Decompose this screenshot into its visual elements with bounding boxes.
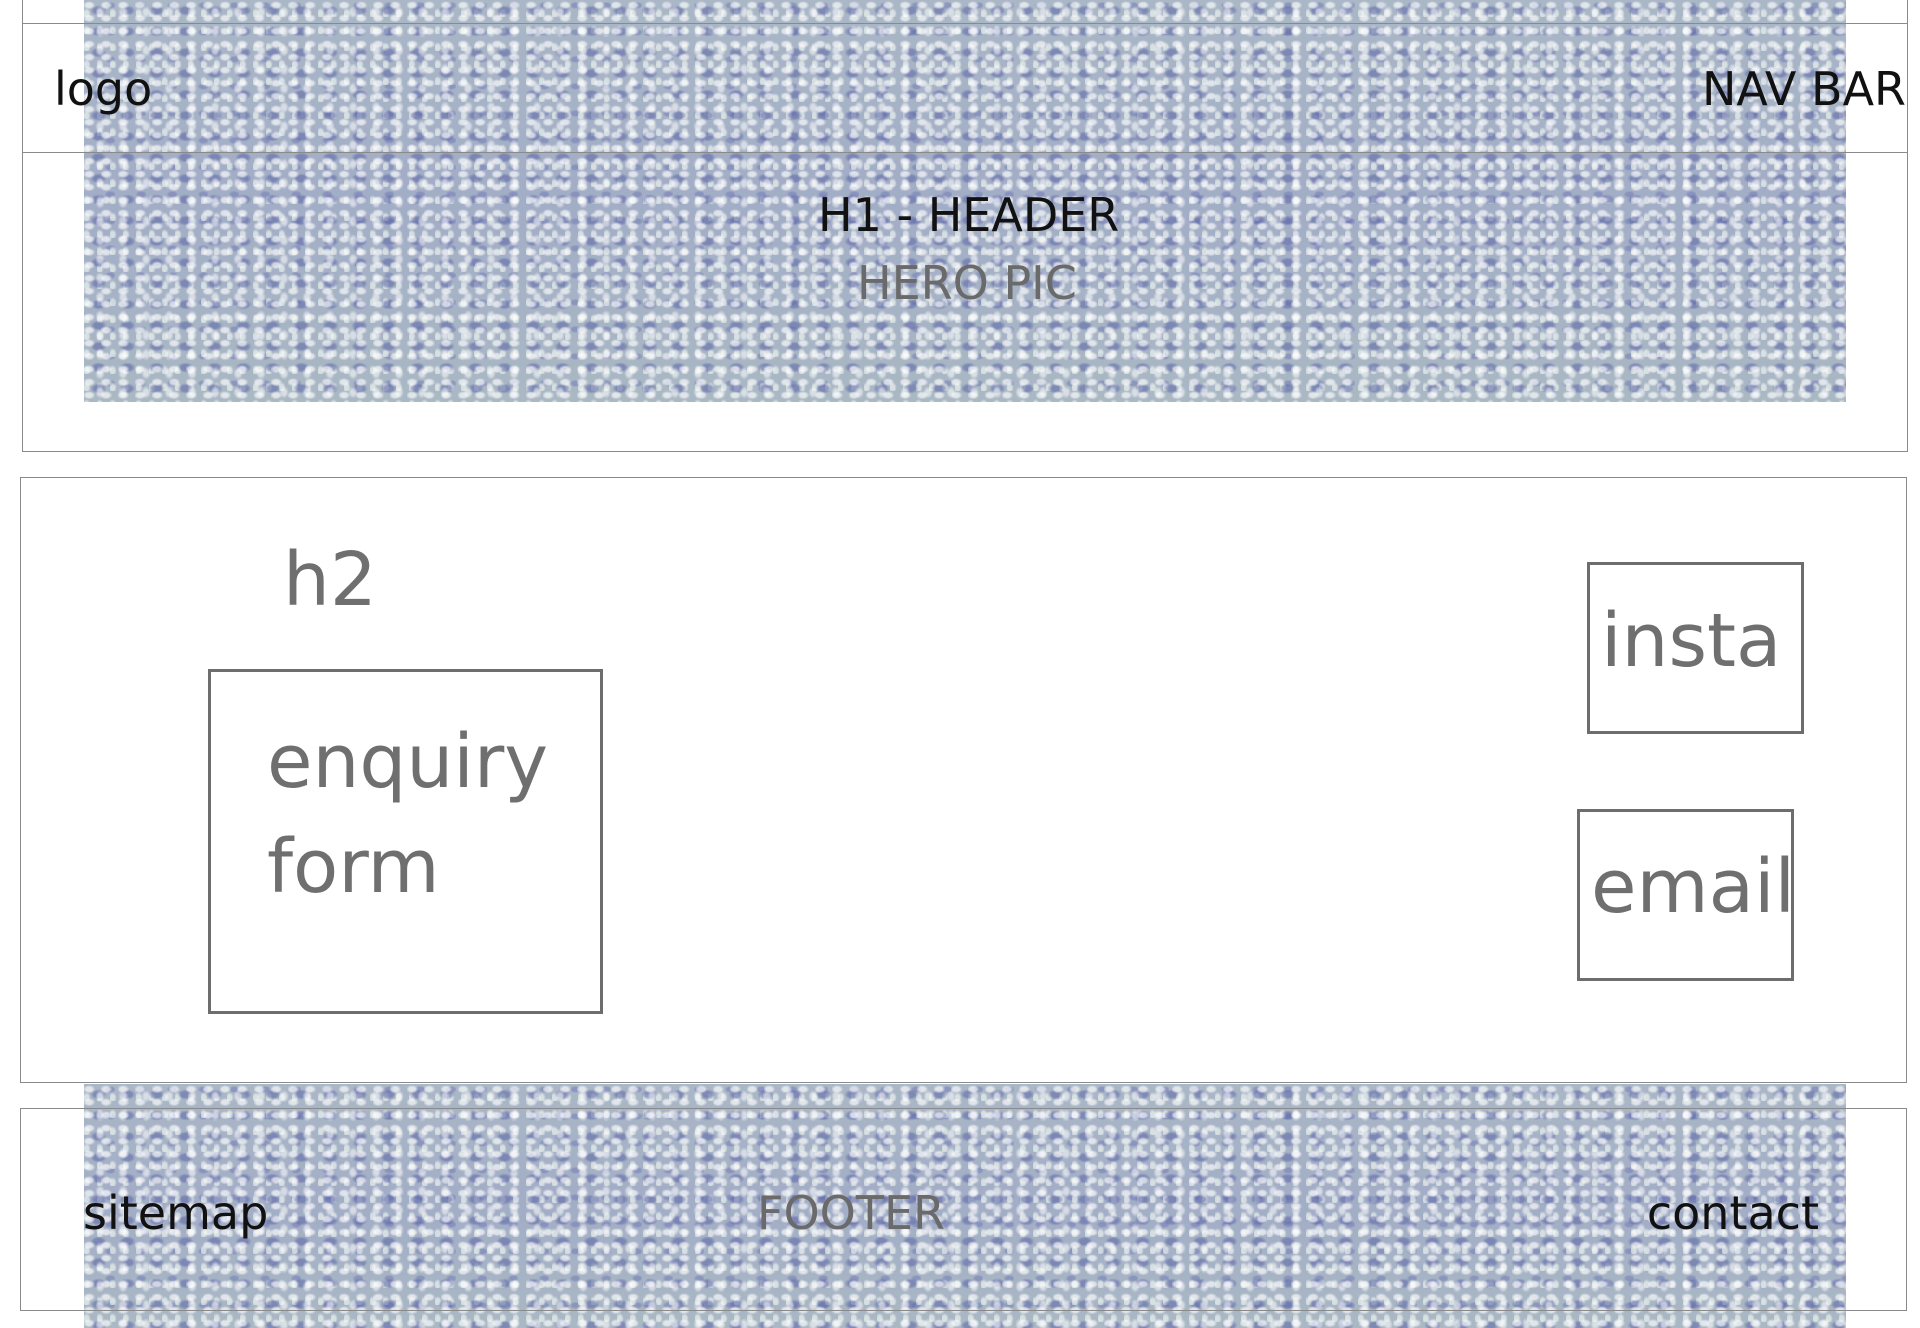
insta-button[interactable] [1587, 562, 1804, 734]
header-outline [22, 0, 1908, 452]
main-content-outline [20, 477, 1907, 1083]
email-label: email [1591, 844, 1796, 930]
nav-bar-outline [22, 152, 1908, 153]
logo[interactable]: logo [54, 62, 153, 116]
section-heading-h2: h2 [283, 537, 377, 623]
sitemap-link[interactable]: sitemap [83, 1186, 269, 1240]
footer-image [84, 1084, 1846, 1328]
email-button[interactable] [1577, 809, 1794, 981]
contact-link[interactable]: contact [1646, 1186, 1819, 1240]
hero-pic-label: HERO PIC [857, 256, 1077, 310]
nav-bar[interactable]: NAV BAR [1701, 62, 1906, 116]
hero-image [84, 0, 1846, 402]
header-top-rule [22, 23, 1908, 24]
page-title: H1 - HEADER [818, 188, 1120, 242]
enquiry-form-label-line2: form [267, 824, 440, 910]
enquiry-form[interactable] [208, 669, 603, 1014]
footer-label: FOOTER [757, 1186, 945, 1240]
insta-label: insta [1601, 598, 1782, 684]
enquiry-form-label-line1: enquiry [267, 719, 549, 805]
footer-outline [20, 1108, 1907, 1311]
